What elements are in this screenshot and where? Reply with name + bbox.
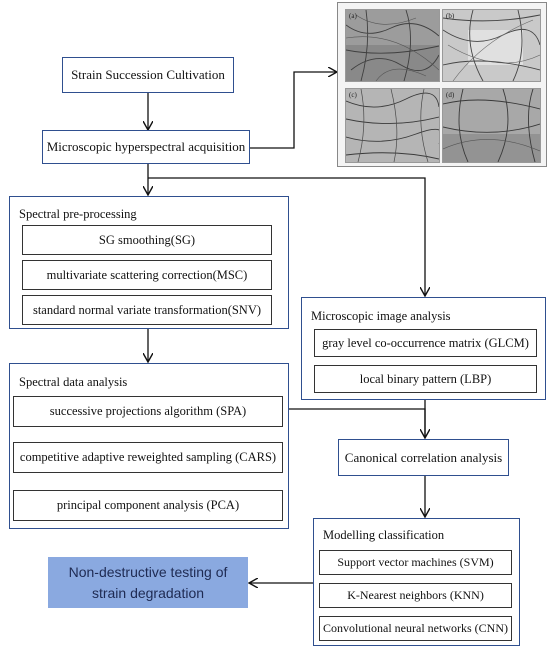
hyperspectral-acquisition-box: Microscopic hyperspectral acquisition — [42, 130, 250, 164]
modelling-classification-title: Modelling classification — [323, 528, 445, 542]
microscope-texture-d — [443, 89, 540, 162]
microscope-image-c: (c) — [345, 88, 440, 163]
panel-label-d: (d) — [446, 91, 455, 99]
microscope-texture-c — [346, 89, 439, 162]
modelling-item-svm: Support vector machines (SVM) — [319, 550, 512, 575]
image-analysis-title: Microscopic image analysis — [311, 309, 451, 323]
result-line-2: strain degradation — [91, 584, 205, 601]
microscope-texture-b — [443, 10, 540, 81]
modelling-item-cnn: Convolutional neural networks (CNN) — [319, 616, 512, 641]
image-analysis-item-glcm-label: gray level co-occurrence matrix (GLCM) — [322, 335, 529, 350]
arrow-acquisition-to-image-analysis — [148, 177, 425, 295]
microscope-image-grid: (a) (b) (c) (d) — [337, 2, 547, 167]
arrow-spectral-to-canonical — [289, 408, 425, 437]
spectral-data-analysis-box: Spectral data analysis successive projec… — [9, 363, 289, 529]
spectral-item-pca: principal component analysis (PCA) — [13, 490, 283, 521]
image-analysis-item-lbp-label: local binary pattern (LBP) — [359, 371, 492, 386]
microscope-image-b: (b) — [442, 9, 541, 82]
preprocessing-item-snv: standard normal variate transformation(S… — [22, 295, 272, 325]
image-analysis-item-lbp: local binary pattern (LBP) — [314, 365, 537, 393]
modelling-item-knn: K-Nearest neighbors (KNN) — [319, 583, 512, 608]
result-box: Non-destructive testing of strain degrad… — [48, 557, 248, 608]
strain-cultivation-box: Strain Succession Cultivation — [62, 57, 234, 93]
microscope-texture-a — [346, 10, 439, 81]
spectral-data-analysis-title: Spectral data analysis — [19, 375, 128, 389]
modelling-item-cnn-label: Convolutional neural networks (CNN) — [323, 621, 508, 635]
strain-cultivation-label: Strain Succession Cultivation — [71, 67, 225, 82]
panel-label-b: (b) — [446, 12, 455, 20]
preprocessing-item-snv-label: standard normal variate transformation(S… — [32, 302, 262, 317]
image-analysis-box: Microscopic image analysis gray level co… — [301, 297, 546, 400]
preprocessing-item-msc-label: multivariate scattering correction(MSC) — [46, 267, 248, 282]
image-analysis-item-glcm: gray level co-occurrence matrix (GLCM) — [314, 329, 537, 357]
preprocessing-item-sg: SG smoothing(SG) — [22, 225, 272, 255]
preprocessing-item-sg-label: SG smoothing(SG) — [98, 232, 196, 247]
microscope-image-a: (a) — [345, 9, 440, 82]
preprocessing-item-msc: multivariate scattering correction(MSC) — [22, 260, 272, 290]
panel-label-a: (a) — [349, 12, 357, 20]
spectral-item-spa-label: successive projections algorithm (SPA) — [49, 404, 247, 418]
microscope-image-d: (d) — [442, 88, 541, 163]
spectral-preprocessing-title: Spectral pre-processing — [19, 207, 137, 221]
canonical-correlation-box: Canonical correlation analysis — [338, 439, 509, 476]
panel-label-c: (c) — [349, 91, 357, 99]
spectral-item-cars-label: competitive adaptive reweighted sampling… — [19, 450, 277, 464]
hyperspectral-acquisition-label: Microscopic hyperspectral acquisition — [46, 139, 246, 154]
spectral-item-spa: successive projections algorithm (SPA) — [13, 396, 283, 427]
arrow-acquisition-to-images — [250, 72, 336, 149]
spectral-item-cars: competitive adaptive reweighted sampling… — [13, 442, 283, 473]
modelling-item-knn-label: K-Nearest neighbors (KNN) — [347, 588, 484, 602]
spectral-preprocessing-box: Spectral pre-processing SG smoothing(SG)… — [9, 196, 289, 329]
modelling-item-svm-label: Support vector machines (SVM) — [337, 555, 494, 569]
canonical-correlation-label: Canonical correlation analysis — [344, 449, 503, 465]
spectral-item-pca-label: principal component analysis (PCA) — [56, 498, 240, 512]
modelling-classification-box: Modelling classification Support vector … — [313, 518, 520, 646]
result-line-1: Non-destructive testing of — [68, 564, 228, 581]
